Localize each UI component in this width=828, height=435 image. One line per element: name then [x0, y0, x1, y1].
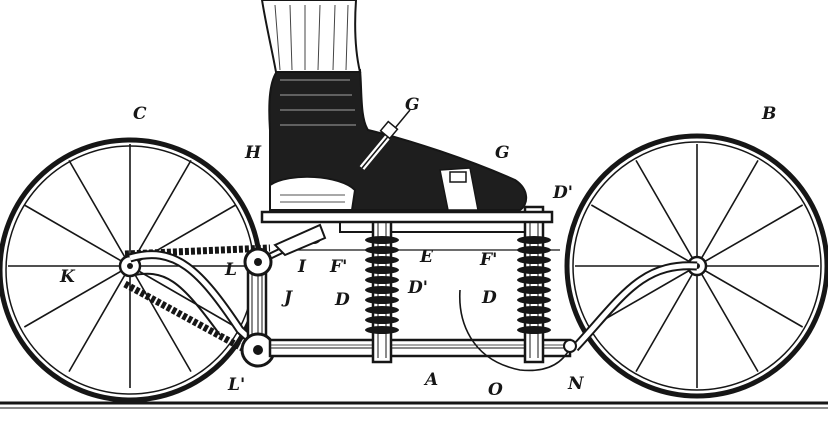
left-fork-arm	[128, 250, 266, 354]
wheel-spoke	[129, 265, 237, 328]
wheel-spoke	[68, 159, 131, 267]
spring-coil	[365, 246, 399, 254]
wheel-spoke	[635, 265, 698, 373]
spring-coil	[517, 246, 551, 254]
label-n: N	[567, 374, 585, 394]
spring-coil	[365, 316, 399, 324]
reference-labels: C B H G G D' K L I F' E F' J D D' D L' A…	[59, 95, 776, 400]
label-h: H	[244, 143, 262, 163]
spring-coil	[517, 256, 551, 264]
spring-coil	[365, 276, 399, 284]
wheel-spoke	[590, 265, 698, 328]
label-d-left: D	[334, 290, 350, 310]
heel-clip	[273, 223, 327, 257]
wheel-spoke	[68, 265, 131, 373]
right-fork-arm	[571, 261, 698, 352]
label-g-lower: G	[495, 143, 510, 163]
upper-sprocket	[243, 247, 273, 277]
wheel-spoke	[590, 204, 698, 267]
label-a: A	[423, 370, 438, 390]
toe-strap	[439, 167, 479, 211]
spring-coil	[517, 236, 551, 244]
label-d-right: D	[481, 288, 497, 308]
wheel-spoke	[23, 265, 131, 328]
right-wheel-spokes	[575, 144, 819, 388]
label-f-right: F'	[479, 250, 497, 270]
control-cable	[459, 289, 577, 372]
label-d-prime-top: D'	[552, 183, 573, 203]
spring-coil	[365, 286, 399, 294]
right-wheel	[564, 133, 828, 399]
spring-coil	[517, 326, 551, 334]
wheel-spoke	[129, 265, 192, 373]
wheel-spoke	[696, 159, 759, 267]
label-o: O	[488, 380, 503, 400]
left-wheel	[0, 137, 263, 403]
wheel-spoke	[696, 265, 759, 373]
label-k: K	[59, 267, 76, 287]
ankle-strap	[359, 108, 413, 170]
stocking	[260, 0, 362, 73]
spring-coil	[365, 256, 399, 264]
left-post	[371, 205, 393, 364]
spring-coil	[517, 306, 551, 314]
spring-coil	[365, 296, 399, 304]
spring-coil	[517, 296, 551, 304]
wheel-spoke	[129, 159, 192, 267]
label-j: J	[281, 288, 293, 308]
spring-coil	[517, 316, 551, 324]
label-e: E	[419, 247, 434, 267]
label-d-prime: D'	[407, 278, 428, 298]
label-f-left: F'	[329, 257, 347, 277]
wheel-spoke	[696, 265, 804, 328]
left-wheel-spokes	[8, 144, 252, 388]
ground-line	[0, 401, 828, 409]
spring-coil	[517, 266, 551, 274]
label-l: L	[224, 260, 237, 280]
wheel-spoke	[23, 204, 131, 267]
spring-coil	[365, 266, 399, 274]
spring-coil	[517, 276, 551, 284]
foot-plate	[260, 210, 554, 224]
wheel-spoke	[696, 204, 804, 267]
coil-springs	[365, 236, 551, 334]
label-i: I	[297, 257, 307, 277]
wheel-spoke	[635, 159, 698, 267]
spring-coil	[365, 236, 399, 244]
label-l-prime: L'	[227, 375, 245, 395]
right-post	[523, 205, 545, 364]
label-g-upper: G	[405, 95, 420, 115]
spring-coil	[365, 326, 399, 334]
spring-coil	[517, 286, 551, 294]
frame	[268, 221, 572, 358]
label-b: B	[761, 104, 776, 124]
shoe	[268, 69, 528, 211]
spring-coil	[365, 306, 399, 314]
label-c: C	[133, 104, 147, 124]
